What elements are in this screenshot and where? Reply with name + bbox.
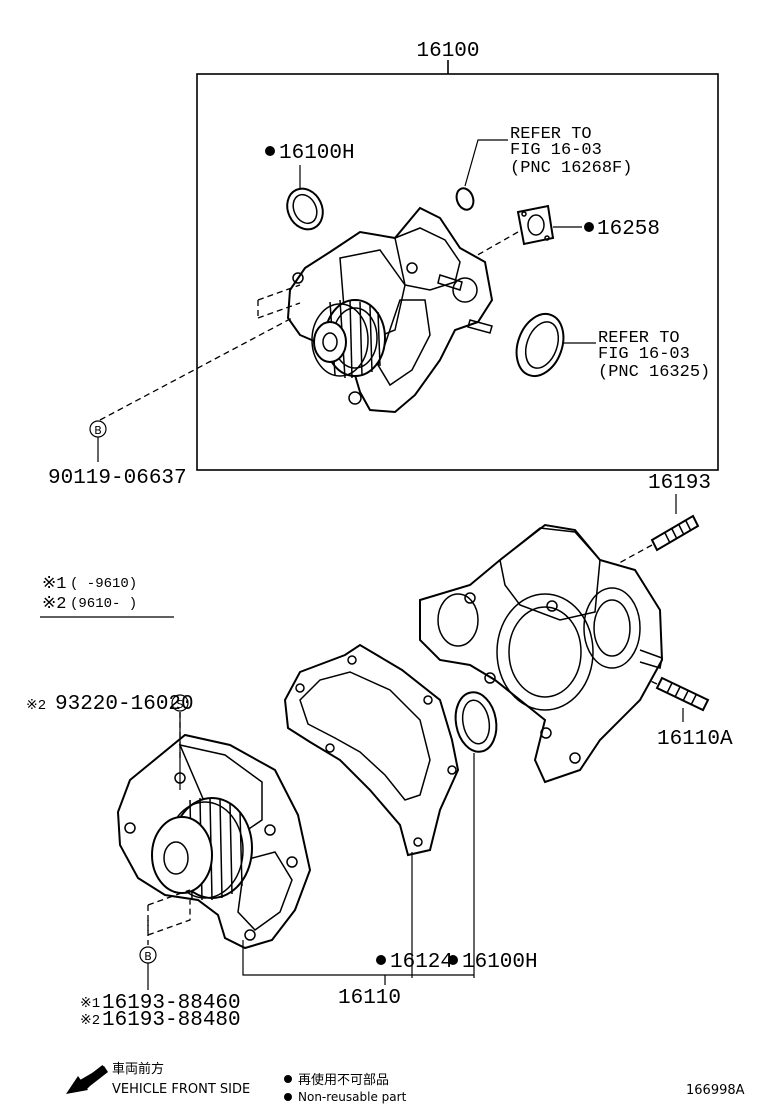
bolt-marker-bottom: B: [139, 946, 157, 964]
label-oring-bottom[interactable]: 16100H: [462, 951, 538, 974]
front-side-jp: 車両前方: [112, 1061, 164, 1077]
svg-text:S: S: [177, 698, 184, 711]
bolt1-note-mark: ※1: [80, 996, 100, 1012]
nonreuse-dot-16124: [376, 955, 386, 965]
water-pump-bottom[interactable]: [116, 733, 312, 950]
oring-bottom[interactable]: [451, 689, 501, 755]
note1-range: ( -9610): [70, 576, 137, 592]
note2-mark: ※2: [42, 595, 66, 614]
label-bolt-bottom-2[interactable]: 16193-88480: [102, 1009, 241, 1032]
label-pump-bottom[interactable]: 16110: [338, 987, 401, 1010]
nonreuse-dot-16100H-top: [265, 146, 275, 156]
refer1-line1: REFER TO: [510, 125, 592, 144]
bolt2-note-mark: ※2: [80, 1013, 100, 1029]
nonreuse-dot-16100H-bottom: [448, 955, 458, 965]
svg-text:B: B: [144, 950, 152, 963]
plug-note-mark: ※2: [26, 698, 46, 714]
label-stud-upper[interactable]: 16193: [648, 472, 711, 495]
small-oring-refer[interactable]: [454, 186, 477, 212]
front-side-en: VEHICLE FRONT SIDE: [112, 1082, 250, 1097]
assembly-box: [196, 73, 719, 471]
label-stud-lower[interactable]: 16110A: [657, 728, 733, 751]
stud-16110A[interactable]: [655, 676, 710, 712]
label-bolt-top[interactable]: 90119-06637: [48, 467, 187, 490]
label-gasket-16258[interactable]: 16258: [597, 218, 660, 241]
water-pump-top[interactable]: [286, 206, 494, 414]
oring-top[interactable]: [281, 183, 330, 235]
seal-refer[interactable]: [508, 307, 571, 382]
gasket-16258[interactable]: [516, 204, 555, 246]
refer1-line3: (PNC 16268F): [510, 159, 632, 178]
stud-16193[interactable]: [650, 514, 700, 552]
nonreuse-en: Non-reusable part: [298, 1090, 407, 1104]
vehicle-front-arrow-icon: [66, 1065, 108, 1094]
label-bolt-bottom-1[interactable]: 16193-88460: [102, 992, 241, 1015]
figure-id: 166998A: [686, 1083, 745, 1098]
refer2-line2: FIG 16-03: [598, 345, 690, 364]
gasket-16124[interactable]: [283, 643, 460, 857]
bolt-marker-top: B: [89, 420, 107, 438]
note2-range: (9610- ): [70, 596, 137, 612]
refer2-line3: (PNC 16325): [598, 363, 710, 382]
nonreuse-dot-16258: [584, 222, 594, 232]
svg-text:B: B: [94, 424, 102, 437]
nonreuse-legend-dot-1: [284, 1075, 292, 1083]
note1-mark: ※1: [42, 575, 66, 594]
label-oring-top[interactable]: 16100H: [279, 142, 355, 165]
refer1-line2: FIG 16-03: [510, 141, 602, 160]
nonreuse-jp: 再使用不可部品: [298, 1072, 389, 1088]
refer2-line1: REFER TO: [598, 329, 680, 348]
assembly-number-top[interactable]: 16100: [416, 40, 479, 63]
plug-marker: S: [171, 694, 189, 712]
nonreuse-legend-dot-2: [284, 1093, 292, 1101]
pump-housing[interactable]: [419, 523, 664, 784]
label-gasket-bottom[interactable]: 16124: [390, 951, 453, 974]
label-plug[interactable]: 93220-16020: [55, 693, 194, 716]
